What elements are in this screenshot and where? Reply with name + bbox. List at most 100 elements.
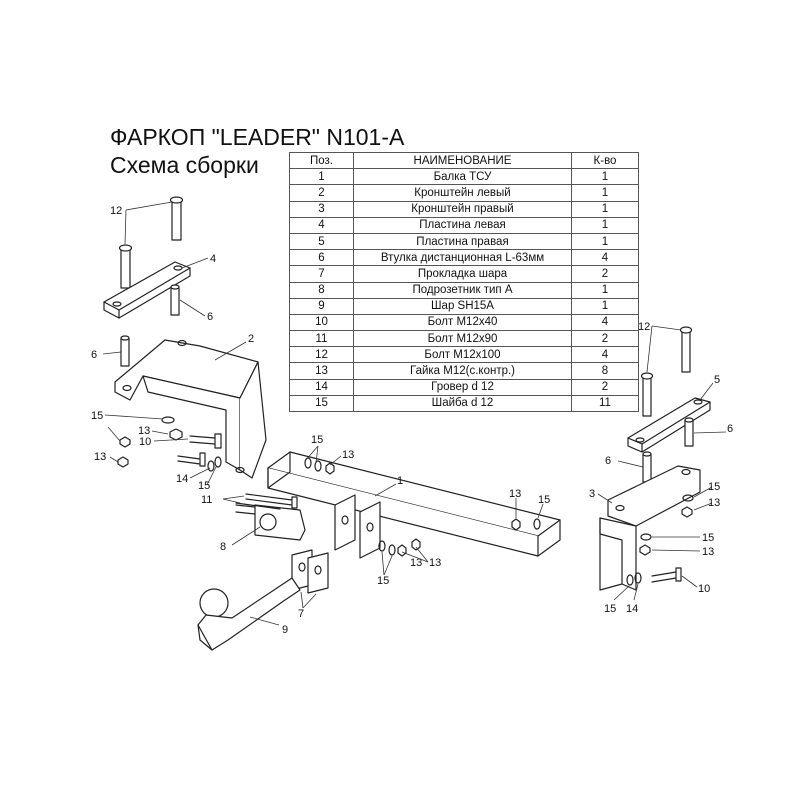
cell-name: Шайба d 12 — [353, 394, 572, 413]
callout-8: 8 — [220, 541, 226, 553]
callout-13-beam-b: 13 — [509, 488, 521, 500]
cell-name: Гровер d 12 — [353, 378, 572, 396]
callout-labels: 12 4 6 6 2 15 13 10 13 14 15 15 13 1 11 … — [91, 205, 733, 636]
callout-2: 2 — [248, 333, 254, 345]
header-pos: Поз. — [289, 151, 354, 170]
right-spacer-6b — [642, 451, 652, 483]
callout-14-right: 14 — [626, 603, 638, 615]
callout-14-left: 14 — [176, 473, 188, 485]
callout-4: 4 — [210, 253, 216, 265]
callout-13-left-a: 13 — [138, 425, 150, 437]
callout-5: 5 — [714, 374, 720, 386]
right-washer-a — [682, 494, 694, 502]
left-top-bolt — [169, 196, 184, 241]
callout-13-beam-c: 13 — [429, 557, 441, 569]
right-spacer-6a — [684, 417, 694, 447]
leader-lines — [102, 201, 727, 626]
callout-15-beam-a: 15 — [311, 434, 323, 446]
cell-name: Гайка М12(с.контр.) — [353, 362, 572, 380]
right-nut-b — [639, 544, 651, 556]
callout-15-right-b: 15 — [702, 532, 714, 544]
beam-washer-c — [533, 518, 541, 530]
beam-nut-a — [325, 462, 335, 475]
left-nut-2 — [119, 436, 131, 448]
right-washer-b — [640, 533, 652, 541]
left-bolt-10 — [189, 433, 222, 449]
left-bracket-part-2 — [114, 339, 267, 479]
right-washer-c — [626, 574, 634, 586]
ball-mount-plates — [334, 494, 381, 559]
left-spacer-6a — [170, 284, 180, 316]
callout-1: 1 — [397, 475, 403, 487]
left-nut — [169, 428, 183, 441]
callout-15-left-b: 15 — [198, 480, 210, 492]
callout-7: 7 — [298, 608, 304, 620]
left-spacer-6b — [120, 335, 130, 367]
callout-13-right-a: 13 — [708, 497, 720, 509]
beam-nut-d — [411, 538, 421, 551]
beam-washer-e — [388, 544, 396, 556]
callout-9: 9 — [282, 624, 288, 636]
callout-15-beam-b: 15 — [538, 494, 550, 506]
callout-12-left: 12 — [110, 205, 122, 217]
right-bracket-part-3 — [599, 465, 701, 591]
tow-beam-part-1 — [267, 451, 561, 557]
beam-nut-b — [511, 518, 521, 531]
bolt-11a — [245, 493, 298, 509]
callout-11: 11 — [201, 494, 212, 506]
right-nut-a — [681, 506, 693, 518]
callout-13-left-b: 13 — [94, 451, 106, 463]
callout-15-beam-c: 15 — [377, 575, 389, 587]
left-bolt-2 — [118, 244, 133, 289]
right-top-bolt — [679, 326, 693, 373]
callout-6-left-a: 6 — [207, 311, 213, 323]
callout-6-right-a: 6 — [727, 423, 733, 435]
diagram-title: ФАРКОП "LEADER" N101-A — [110, 124, 405, 150]
callout-15-right-a: 15 — [708, 481, 720, 493]
callout-13-beam-d: 13 — [410, 557, 422, 569]
callout-3: 3 — [589, 488, 595, 500]
left-washer-2 — [214, 456, 222, 468]
beam-nut-c — [397, 544, 407, 557]
beam-washer-d — [378, 540, 386, 552]
left-nut-3 — [117, 456, 129, 468]
cell-name: Кронштейн левый — [353, 184, 572, 202]
cell-pos: 13 — [289, 362, 354, 380]
left-washer — [161, 416, 175, 424]
callout-13-right-b: 13 — [702, 546, 714, 558]
callout-6-right-b: 6 — [605, 455, 611, 467]
left-grover — [207, 460, 215, 472]
callout-12-right: 12 — [638, 321, 650, 333]
right-bolt-2 — [640, 372, 654, 417]
socket-bracket-part-8 — [235, 504, 306, 541]
diagram-subtitle: Схема сборки — [110, 152, 259, 178]
ball-spacers-part-7 — [291, 549, 329, 594]
cell-qty: 11 — [571, 394, 639, 413]
cell-name: Втулка дистанционная L-63мм — [353, 249, 572, 267]
callout-10-right: 10 — [698, 583, 710, 595]
callout-15-right-c: 15 — [604, 603, 616, 615]
parts-table-header: Поз. НАИМЕНОВАНИЕ К-во — [289, 151, 639, 170]
callout-15-left-a: 15 — [91, 410, 103, 422]
right-plate-part-5 — [627, 397, 711, 453]
beam-washer-b — [314, 460, 322, 472]
left-bolt-10b — [177, 452, 206, 467]
callout-13-beam-a: 13 — [342, 449, 354, 461]
bolt-11b — [235, 502, 281, 510]
callout-6-left-b: 6 — [91, 349, 97, 361]
towball-part-9 — [197, 577, 301, 651]
right-grover — [634, 572, 642, 584]
right-bolt-10 — [651, 567, 682, 583]
cell-name: Пластина правая — [353, 232, 572, 251]
